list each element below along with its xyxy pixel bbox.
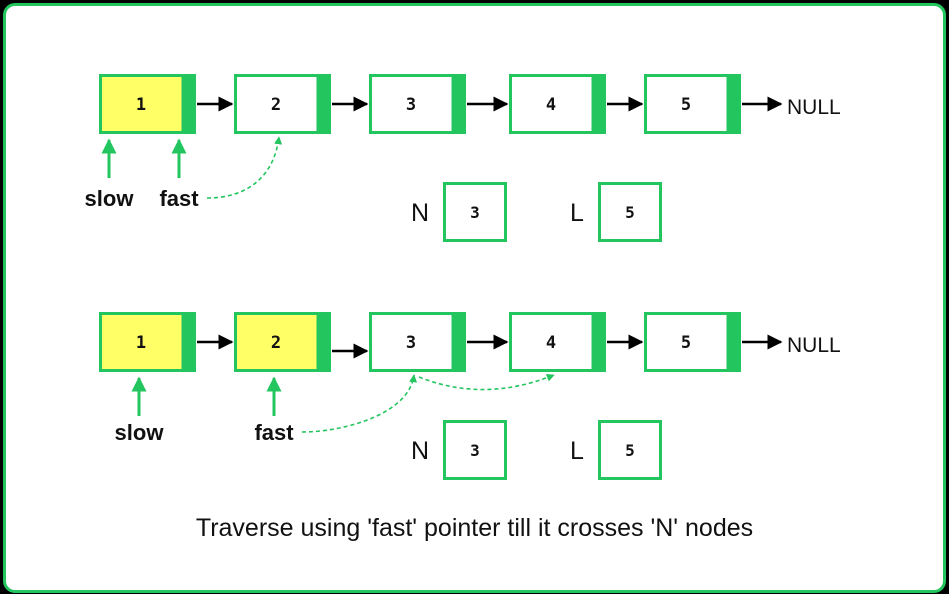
node-next-pointer [728,74,741,134]
null-label: NULL [787,96,841,119]
variable-value: 5 [625,203,635,222]
node-box [369,312,455,372]
node-next-pointer [318,74,331,134]
node-value: 3 [406,333,416,353]
node-value: 5 [681,95,691,115]
variable-box [443,420,507,480]
list-node: 3 [369,312,466,372]
node-box [369,74,455,134]
list-node: 1 [99,312,196,372]
node-next-pointer [318,312,331,372]
caption: Traverse using 'fast' pointer till it cr… [195,514,754,542]
pointer-move-curve [301,374,418,433]
node-next-pointer [593,312,606,372]
variable-value: 5 [625,441,635,460]
variable-label: L [570,199,584,227]
variable-box [598,182,662,242]
node-box [509,74,595,134]
node-box [99,74,185,134]
fast-pointer-label: fast [254,420,294,445]
pointer-move-curve [418,373,555,391]
list-node: 5 [644,312,741,372]
slow-pointer-label: slow [85,186,135,211]
node-value: 5 [681,333,691,353]
node-box [234,74,320,134]
list-node: 5 [644,74,741,134]
list-node: 2 [234,312,331,372]
node-next-pointer [183,312,196,372]
list-node: 4 [509,312,606,372]
list-node: 4 [509,74,606,134]
variable-box [598,420,662,480]
variable-value: 3 [470,441,480,460]
node-box [644,312,730,372]
variable-label: L [570,437,584,465]
node-next-pointer [453,74,466,134]
fast-pointer-label: fast [159,186,199,211]
slow-pointer-label: slow [115,420,165,445]
variable-label: N [411,199,429,227]
node-value: 1 [136,333,146,353]
list-node: 3 [369,74,466,134]
list-node: 2 [234,74,331,134]
variable-value: 3 [470,203,480,222]
node-next-pointer [728,312,741,372]
variable-label: N [411,437,429,465]
node-next-pointer [593,74,606,134]
variable-box [443,182,507,242]
pointer-move-curve [206,136,283,199]
node-next-pointer [453,312,466,372]
node-value: 4 [546,95,556,115]
node-value: 2 [271,95,281,115]
node-next-pointer [183,74,196,134]
node-value: 1 [136,95,146,115]
node-box [644,74,730,134]
node-value: 3 [406,95,416,115]
null-label: NULL [787,334,841,357]
node-value: 4 [546,333,556,353]
node-value: 2 [271,333,281,353]
list-node: 1 [99,74,196,134]
